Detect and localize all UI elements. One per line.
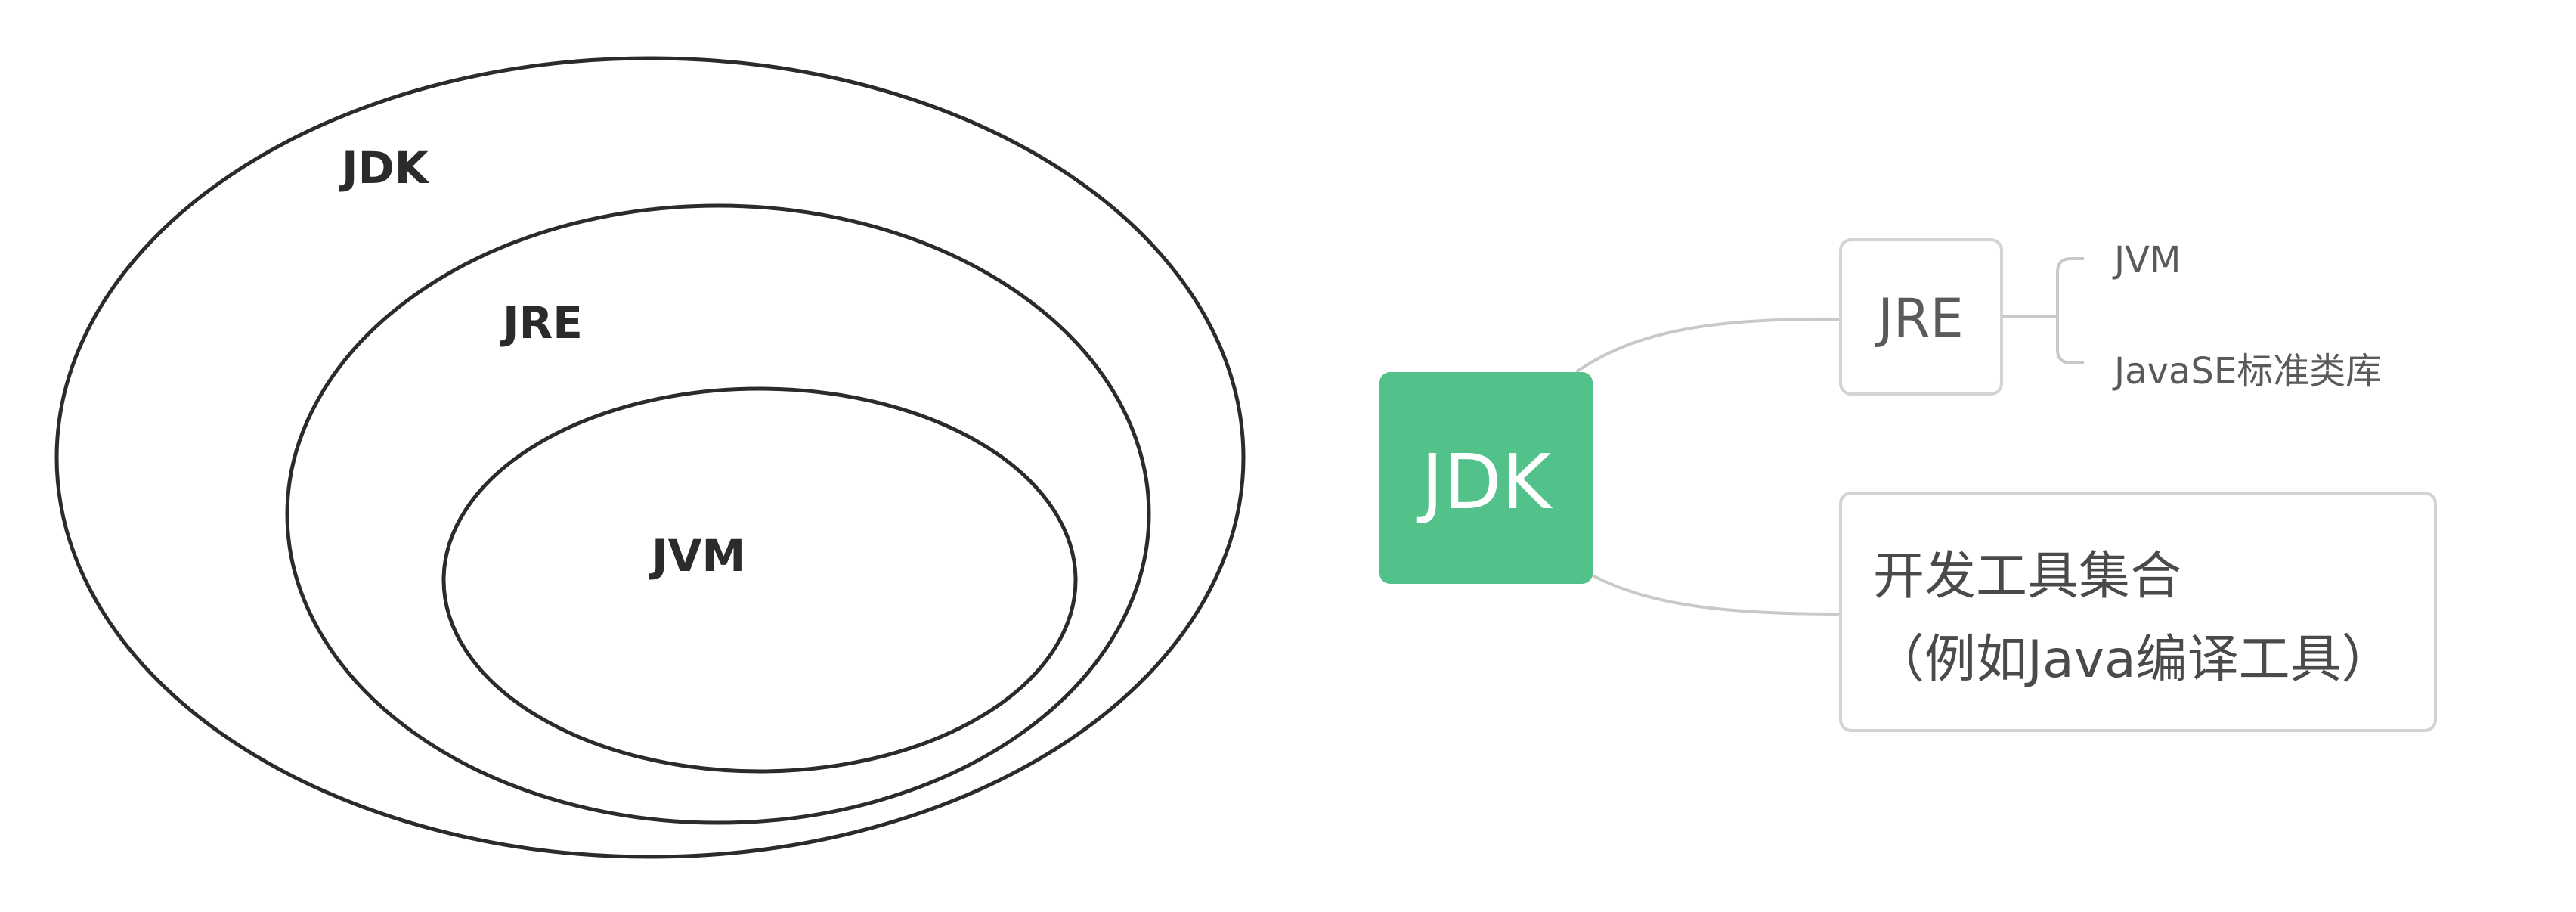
jdk-ellipse [54,56,1246,859]
dev-tools-title: 开发工具集合 [1873,547,2181,606]
jre-node-label: JRE [1875,287,1964,349]
jre-bracket-connector [2002,257,2084,364]
jvm-ellipse [441,386,1078,774]
nested-ellipses-diagram: JDK JRE JVM [54,56,1246,859]
dev-tools-node [1839,492,2437,732]
root-node-label: JDK [1416,438,1553,526]
root-to-jre-connector [1574,317,1841,374]
dev-tools-example: （例如Java编译工具） [1873,630,2393,690]
root-to-tools-connector [1590,573,1841,616]
jre-label: JRE [500,297,583,349]
jre-node [1839,238,2003,396]
jre-ellipse [285,203,1151,825]
jre-child-javase-library: JavaSE标准类库 [2112,350,2382,392]
jvm-label: JVM [649,530,745,582]
jre-child-jvm: JVM [2112,239,2181,281]
jdk-label: JDK [339,142,430,194]
root-node-jdk [1379,372,1593,584]
mind-map: JDK JRE JVM JavaSE标准类库 开发工具集合 （例如Java编译工… [1379,238,2437,732]
